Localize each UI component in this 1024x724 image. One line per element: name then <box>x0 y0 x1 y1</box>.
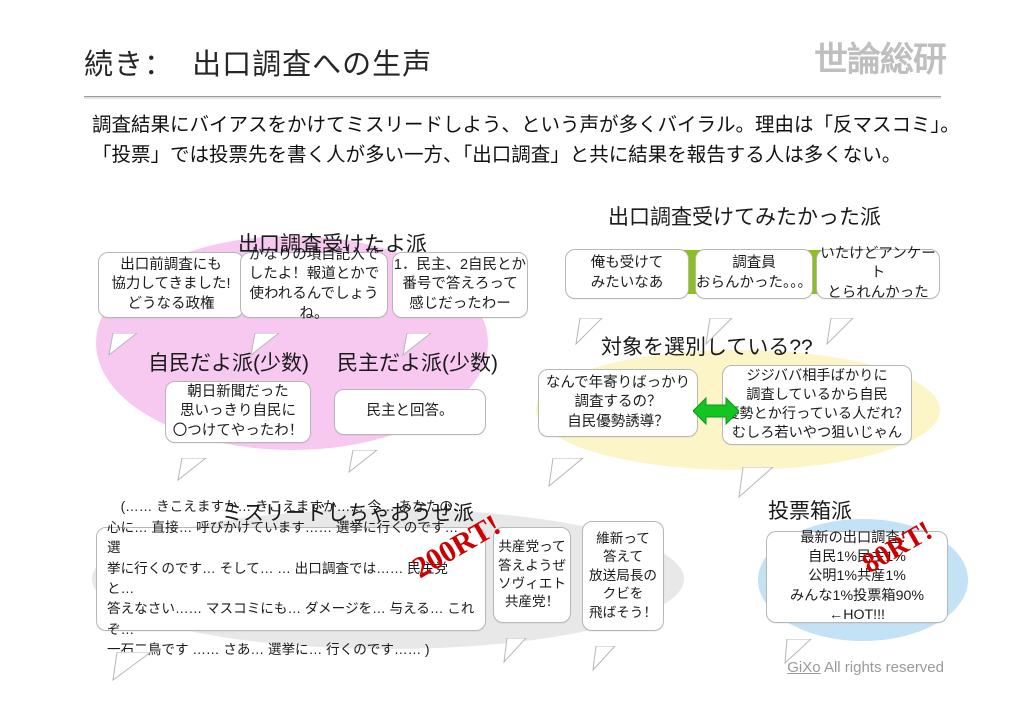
bubble-mislead-main: (…… きこえますか… きこえますか…… 今… あなたの… 心に… 直接… 呼び… <box>96 499 486 682</box>
title-divider <box>84 96 941 99</box>
bubble-exit-taken-2: かなりの項目記入で したよ！報道とかで 使われるんでしょうね。 <box>240 247 388 356</box>
bubble-selection-right: ジジババ相手ばかりに 調査しているから自民 優勢とか行っている人だれ？ むしろ若… <box>722 365 912 499</box>
lede-paragraph: 調査結果にバイアスをかけてミスリードしよう、という声が多くバイラル。理由は「反マ… <box>92 114 960 167</box>
bubble-mislead-side-1: 共産党って 答えようぜ ソヴィエト 共産党！ <box>493 527 571 664</box>
bubble-selection-left: なんで年寄りばっかり 調査するの？ 自民優勢誘導？ <box>538 369 698 487</box>
bubble-tail <box>107 313 153 356</box>
footer-brand: GiXo <box>787 659 821 676</box>
bubble-mislead-side-2: 維新って 答えて 放送局長の クビを 飛ばそう！ <box>582 521 664 672</box>
bubble-tail <box>249 313 295 356</box>
page-title: 続き： 出口調査への生声 <box>84 49 433 81</box>
bubble-tail <box>502 620 548 664</box>
double-headed-arrow-icon <box>692 396 740 431</box>
heading-mislead: ミスリードしちゃおうぜ派 <box>222 502 474 525</box>
bubble-tail <box>401 313 447 356</box>
heading-selection: 対象を選別している?? <box>601 336 813 359</box>
bubble-tail <box>737 448 783 499</box>
heading-minshu: 民主だよ派(少数) <box>337 352 498 375</box>
footer-copyright: GiXo All rights reserved <box>787 659 944 676</box>
footer-rights: All rights reserved <box>820 659 944 676</box>
brand-logo: 世論総研 <box>814 40 947 80</box>
heading-jimin: 自民だよ派(少数) <box>148 352 309 375</box>
heading-ballot-box: 投票箱派 <box>768 500 852 523</box>
bubble-tail <box>574 298 620 345</box>
bubble-wanted-3: いたけどアンケート とられんかった <box>816 246 940 345</box>
bubble-wanted-2: 調査員 おらんかった。。。 <box>695 249 813 345</box>
bubble-tail <box>704 298 750 345</box>
heading-wanted: 出口調査受けてみたかった派 <box>608 206 881 229</box>
bubble-exit-taken-3: 1．民主、2自民とか 番号で答えろって 感じだったわー <box>392 252 528 356</box>
bubble-tail <box>547 438 593 487</box>
bubble-tail <box>781 620 827 665</box>
bubble-tail <box>176 438 222 481</box>
bubble-minshu: 民主と回答。 <box>334 389 486 473</box>
heading-exit-taken: 出口調査受けたよ派 <box>238 233 427 256</box>
bubble-tail <box>825 298 871 345</box>
bubble-tail <box>111 632 157 682</box>
bubble-tail <box>591 628 637 672</box>
bubble-ballot-box: 最新の出口調査！ 自民1%民主1% 公明1%共産1% みんな1%投票箱90% ←… <box>766 530 948 665</box>
bubble-jimin: 朝日新聞だった 思いっきり自民に 〇つけてやったわ！ <box>165 381 311 481</box>
bubble-wanted-1: 俺も受けて みたいなあ <box>565 249 689 345</box>
bubble-exit-taken-1: 出口前調査にも 協力してきました! どうなる政権 <box>98 252 244 356</box>
bubble-tail <box>347 430 393 473</box>
